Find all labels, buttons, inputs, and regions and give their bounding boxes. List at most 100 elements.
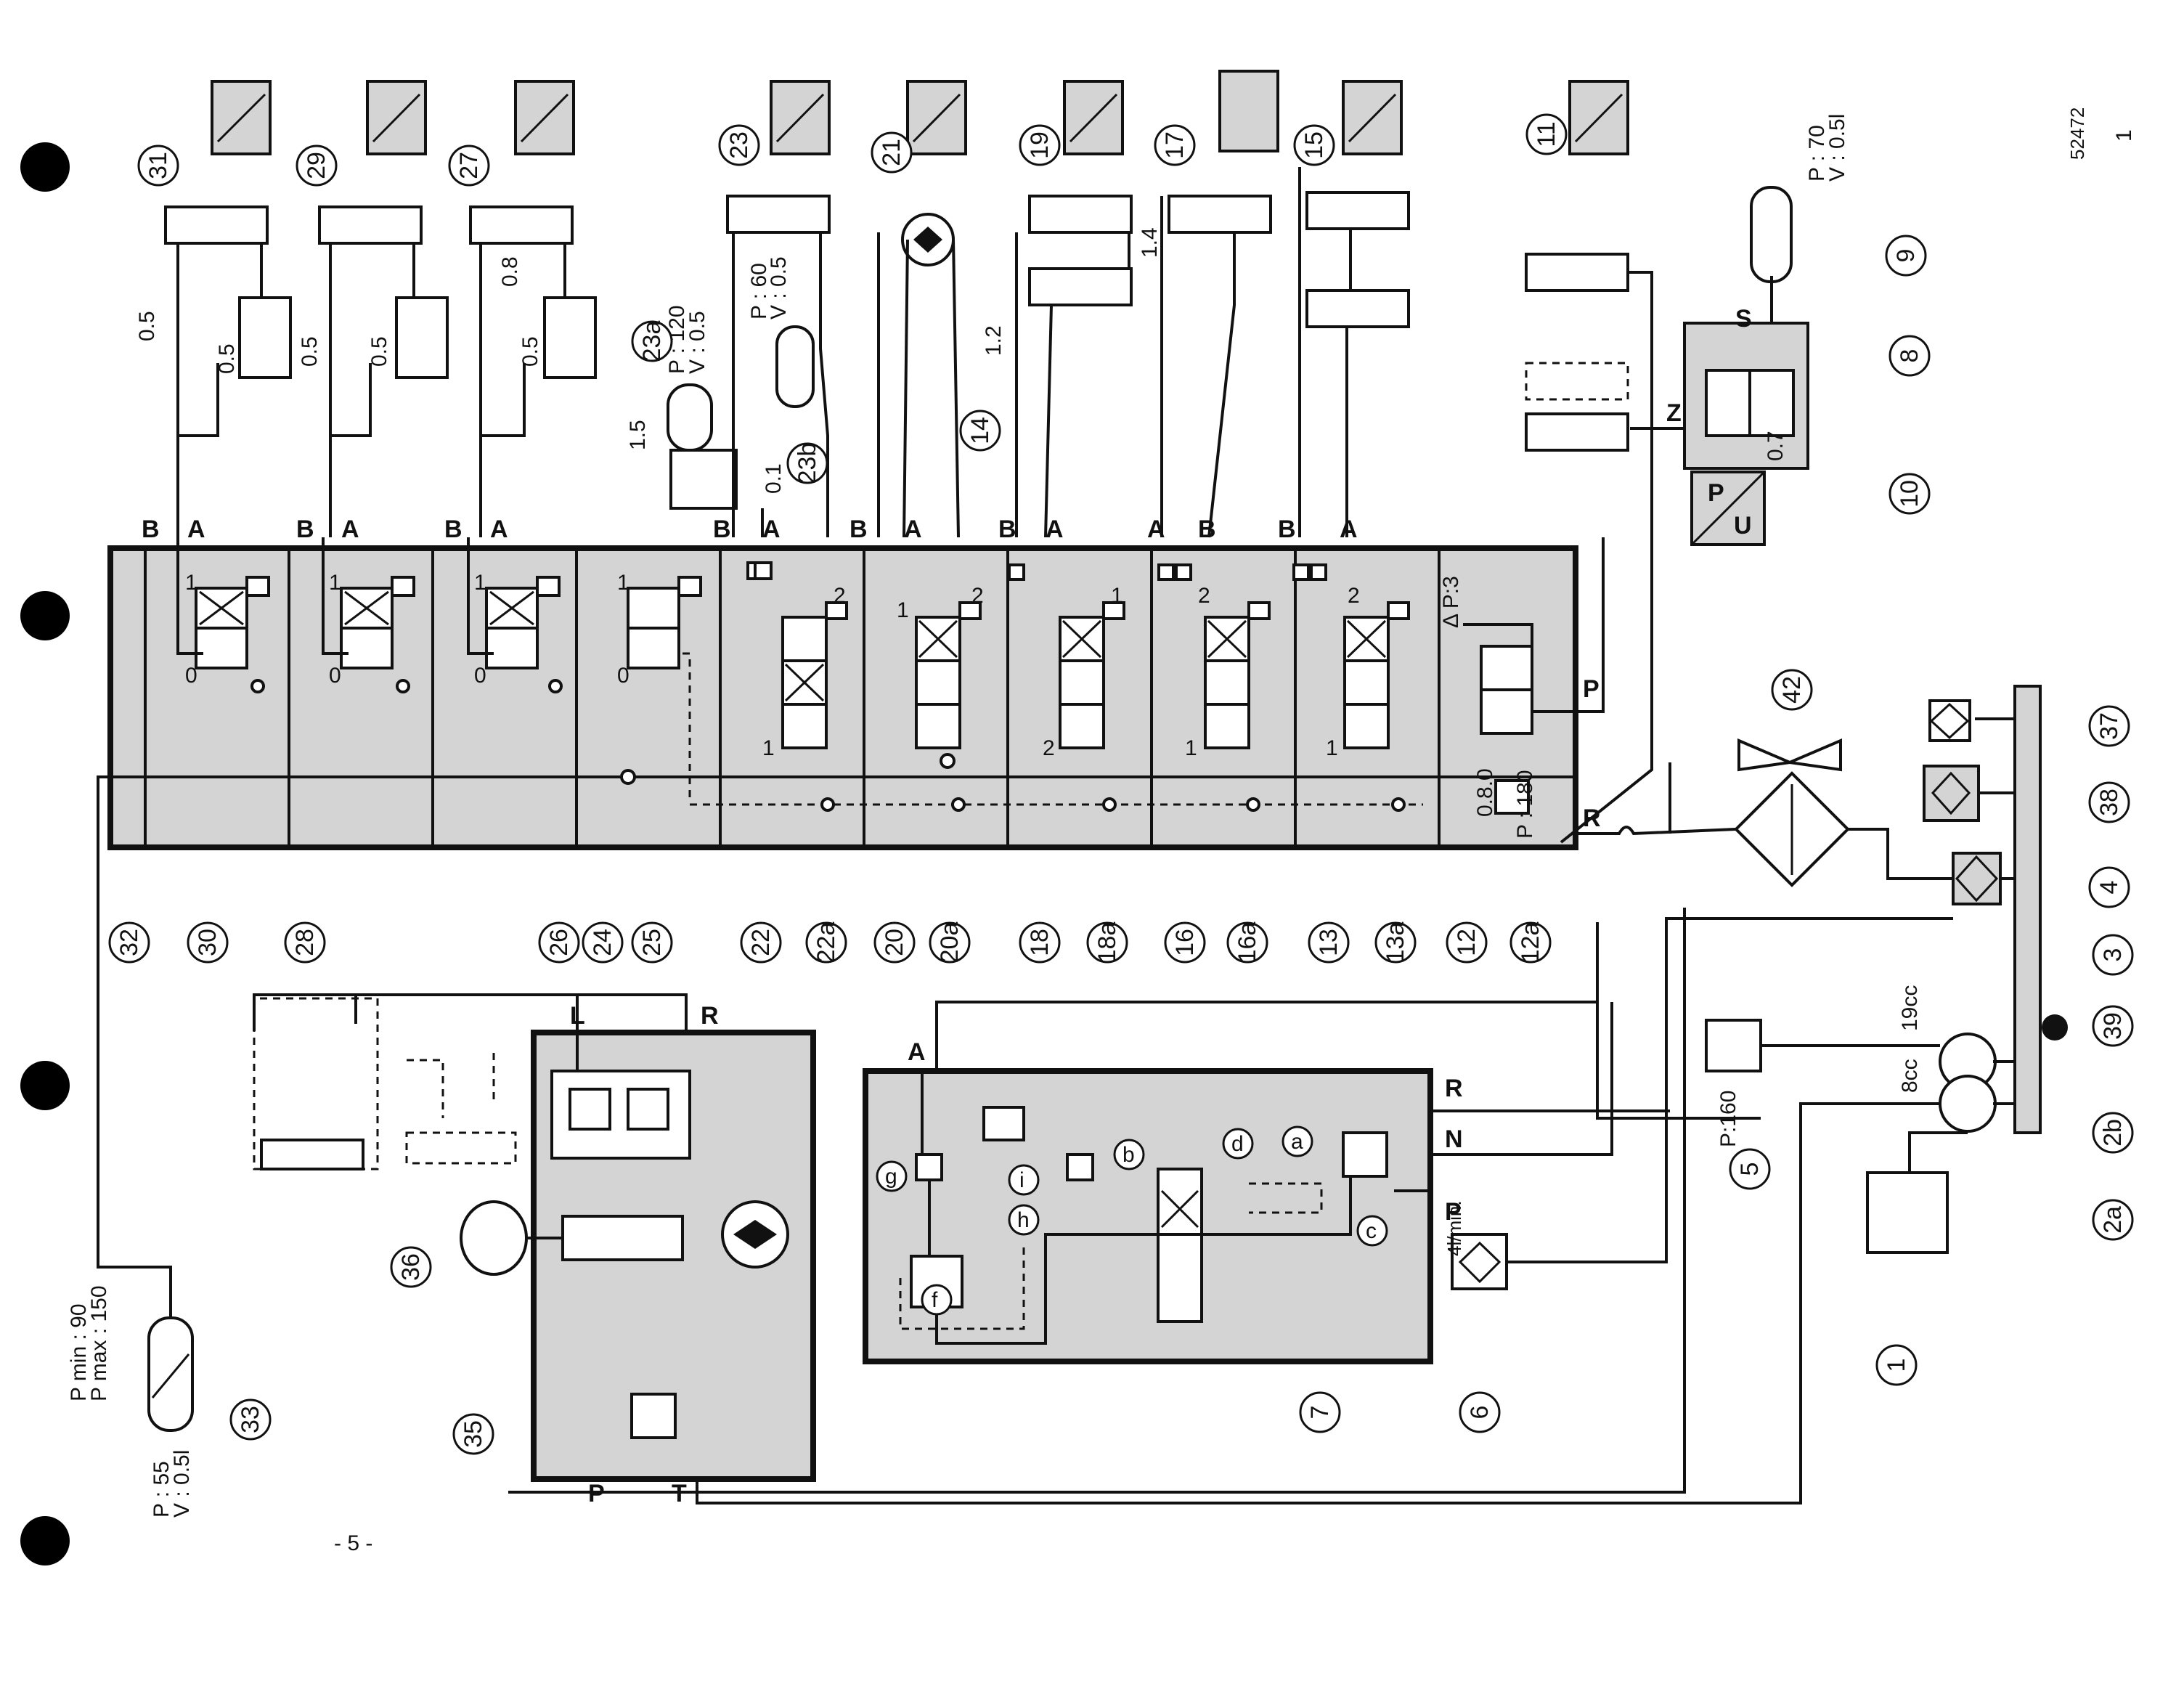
- callout-33: 33: [229, 1398, 272, 1441]
- connection-39: [2042, 1014, 2068, 1041]
- pos-1: 1: [1111, 584, 1123, 608]
- pos-1: 1: [762, 736, 775, 760]
- cooler-fan-icon: [1737, 738, 1842, 772]
- port-a: A: [904, 516, 922, 543]
- callout-label: 3: [2099, 948, 2127, 962]
- callout-label: 21: [878, 139, 905, 166]
- block7-h: h: [1017, 1208, 1030, 1232]
- callout-label: 4: [2095, 881, 2123, 895]
- acc23b-pressure: P : 60: [747, 263, 771, 319]
- implement-icon-11: [1568, 80, 1629, 155]
- spool-13: [1292, 563, 1410, 812]
- pos-1: 1: [1326, 736, 1338, 760]
- port-a: A: [490, 516, 508, 543]
- callout-label: 15: [1300, 131, 1328, 159]
- port-l: L: [570, 1002, 585, 1030]
- spool-position-labels: 0 1 0 1 0 1 0 1 2 1 2 1 2 1 2 1 2 1: [185, 571, 1360, 760]
- port-a: A: [187, 516, 205, 543]
- steering-labels: L R P T: [570, 1002, 719, 1507]
- port-b: B: [296, 516, 314, 543]
- port-p: P: [1445, 1198, 1462, 1226]
- callout-label: 14: [966, 417, 994, 444]
- pos-2: 2: [1198, 584, 1210, 608]
- callout-label: 38: [2095, 789, 2123, 816]
- callout-label: 13a: [1382, 922, 1409, 964]
- pos-1: 1: [474, 571, 486, 595]
- port-p: P: [1583, 675, 1600, 703]
- cylinder-11: [1525, 253, 1629, 292]
- callout-2b: 2b: [2092, 1112, 2134, 1154]
- callout-36: 36: [390, 1246, 432, 1288]
- callout-28: 28: [284, 921, 326, 964]
- restriction-value: 1.5: [626, 420, 650, 450]
- callout-31: 31: [137, 144, 179, 187]
- callout-label: 20a: [936, 922, 963, 964]
- section-18: [1006, 547, 1153, 849]
- pos-1: 1: [185, 571, 197, 595]
- corner-mark: 1: [2112, 129, 2136, 142]
- callout-label: 26: [545, 929, 573, 956]
- port-s: S: [1735, 305, 1752, 333]
- block7-d: d: [1231, 1132, 1244, 1156]
- callout-label: 39: [2099, 1012, 2127, 1040]
- pressure-relief-5: [1705, 1019, 1762, 1072]
- steering-unit-35: [460, 993, 816, 1482]
- spool-16: [1157, 563, 1271, 812]
- accumulator-33: [97, 775, 194, 1432]
- relief12-pressure: P : 180: [1513, 770, 1537, 839]
- callout-label: 2b: [2099, 1119, 2127, 1147]
- steering-cylinders-36: [253, 993, 577, 1170]
- callout-label: 12a: [1517, 922, 1544, 964]
- callout-label: 31: [144, 152, 172, 179]
- pos-1: 1: [329, 571, 341, 595]
- supply-side: [508, 685, 2068, 1504]
- callout-1: 1: [1875, 1344, 1918, 1386]
- callout-26: 26: [538, 921, 580, 964]
- callout-13: 13: [1308, 921, 1350, 964]
- pump2b-displacement: 19cc: [1898, 985, 1922, 1031]
- callout-label: 32: [115, 929, 143, 956]
- callout-3: 3: [2092, 934, 2134, 976]
- restriction-value: 1.2: [982, 325, 1006, 356]
- callout-23: 23: [718, 124, 760, 166]
- port-n: N: [1445, 1125, 1463, 1153]
- restriction-value: 0.5: [518, 336, 542, 367]
- acc33-volume: V : 0.5l: [170, 1450, 194, 1518]
- block7-b: b: [1122, 1143, 1135, 1167]
- pump2a-displacement: 8cc: [1898, 1059, 1922, 1093]
- callout-16: 16: [1164, 921, 1206, 964]
- callout-6: 6: [1459, 1391, 1501, 1433]
- block7-a: a: [1291, 1130, 1303, 1154]
- valve-bank-frame: [107, 545, 1578, 850]
- port-a: A: [1046, 516, 1064, 543]
- flow-7: 4l/min.: [1443, 1200, 1465, 1256]
- pos-0: 0: [329, 664, 341, 688]
- lock-valve-31: [238, 296, 292, 379]
- pos-2: 2: [1043, 736, 1055, 760]
- callout-23a: 23a: [631, 320, 673, 362]
- callout-label: 36: [397, 1253, 425, 1281]
- callout-label: 16a: [1234, 922, 1261, 964]
- callout-label: 7: [1306, 1406, 1334, 1420]
- spool-20: [915, 601, 982, 812]
- block7-g: g: [885, 1165, 897, 1189]
- callout-8: 8: [1888, 335, 1931, 377]
- binder-hole: [20, 1516, 70, 1565]
- pos-1: 1: [617, 571, 629, 595]
- callout-13a: 13a: [1374, 921, 1417, 964]
- callout-18a: 18a: [1086, 921, 1128, 964]
- port-u: U: [1734, 512, 1752, 539]
- relief12-delta: Δ P:3: [1439, 576, 1463, 628]
- callout-25: 25: [631, 921, 673, 964]
- callout-label: 23: [725, 131, 753, 159]
- pos-0: 0: [185, 664, 197, 688]
- callout-label: 5: [1736, 1163, 1764, 1176]
- callout-label: 9: [1892, 249, 1920, 263]
- block7-f: f: [932, 1288, 938, 1312]
- callout-label: 23a: [638, 321, 666, 362]
- control-block-7: [863, 1068, 1433, 1364]
- port-r: R: [1445, 1075, 1463, 1102]
- port-a: A: [1340, 516, 1358, 543]
- callout-21: 21: [871, 131, 913, 174]
- cylinder-15: [1305, 191, 1410, 230]
